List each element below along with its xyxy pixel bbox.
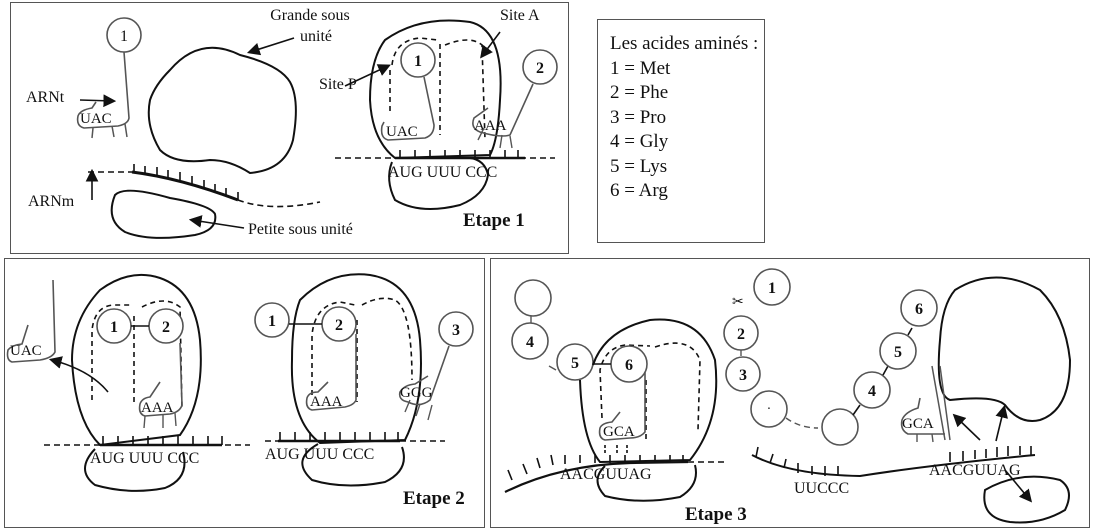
svg-text:4: 4 xyxy=(868,383,876,400)
trna-shape xyxy=(76,51,130,129)
amino-acid-legend: Les acides aminés : 1 = Met 2 = Phe 3 = … xyxy=(597,19,765,243)
svg-text:GCA: GCA xyxy=(603,424,635,440)
etape1-diagram: 1 UAC ARNt Grande sous unité ARNm Petite… xyxy=(26,7,558,239)
legend-item: 5 = Lys xyxy=(610,155,668,177)
svg-text:AUG UUU CCC: AUG UUU CCC xyxy=(90,450,199,467)
anticodon-label: UAC xyxy=(80,111,112,127)
aa-label: 1 xyxy=(120,28,128,45)
legend-item: 4 = Gly xyxy=(610,131,669,152)
legend-item: 3 = Pro xyxy=(610,106,667,128)
svg-text:6: 6 xyxy=(625,357,633,374)
svg-text:5: 5 xyxy=(571,355,579,372)
svg-text:2: 2 xyxy=(737,326,745,343)
etape3-title: Etape 3 xyxy=(685,504,747,525)
site-p-label: Site P xyxy=(319,76,357,93)
svg-text:1: 1 xyxy=(110,319,118,336)
arnt-label: ARNt xyxy=(26,89,65,106)
svg-text:GCA: GCA xyxy=(902,416,934,432)
svg-text:AUG UUU CCC: AUG UUU CCC xyxy=(265,446,374,463)
svg-text:UAC: UAC xyxy=(10,343,42,359)
petite-sous-unite-label: Petite sous unité xyxy=(248,221,353,238)
mrna-codons: AUG UUU CCC xyxy=(388,164,497,181)
legend-title: Les acides aminés : xyxy=(610,33,759,54)
svg-text:AAA: AAA xyxy=(474,118,507,134)
svg-text:AAA: AAA xyxy=(141,400,174,416)
legend-item: 2 = Phe xyxy=(610,82,669,103)
etape2-left-diagram: UAC 1 2 AAA AUG UUU CCC xyxy=(6,273,250,492)
etape2-right-diagram: 1 2 AAA 3 GGG AUG UUU CCC Etape 2 xyxy=(254,273,474,509)
svg-text:1: 1 xyxy=(414,53,422,70)
etape3-right-diagram: ✂ 1 2 3 · 4 5 6 GCA UUCCC AACGUUAG xyxy=(685,268,1072,525)
svg-text:UUCCC: UUCCC xyxy=(794,480,849,497)
panel-etape-3 xyxy=(490,258,1090,528)
arnm-label: ARNm xyxy=(28,193,75,210)
svg-text:4: 4 xyxy=(526,334,534,351)
svg-text:·: · xyxy=(767,402,772,417)
scissors-icon: ✂ xyxy=(732,295,744,310)
site-a-label: Site A xyxy=(500,7,540,24)
svg-text:UAC: UAC xyxy=(386,124,418,140)
panel-etape-1 xyxy=(10,2,569,254)
svg-text:2: 2 xyxy=(335,317,343,334)
etape2-title: Etape 2 xyxy=(403,488,465,509)
grande-sous-unite-label: Grande sous xyxy=(270,7,350,24)
svg-text:3: 3 xyxy=(739,367,747,384)
svg-text:6: 6 xyxy=(915,301,923,318)
svg-text:1: 1 xyxy=(268,313,276,330)
grande-sous-unite-label-2: unité xyxy=(300,28,332,45)
legend-item: 6 = Arg xyxy=(610,180,668,201)
etape3-left-diagram: 4 5 6 GCA AACGUUAG xyxy=(504,279,728,502)
svg-text:2: 2 xyxy=(536,60,544,77)
legend-item: 1 = Met xyxy=(610,57,671,79)
panel-etape-2 xyxy=(4,258,485,528)
svg-text:1: 1 xyxy=(768,280,776,297)
svg-text:AACGUUAG: AACGUUAG xyxy=(929,462,1021,479)
svg-text:3: 3 xyxy=(452,322,460,339)
svg-text:2: 2 xyxy=(162,319,170,336)
svg-text:AACGUUAG: AACGUUAG xyxy=(560,466,652,483)
svg-text:GGG: GGG xyxy=(400,385,433,401)
svg-text:AAA: AAA xyxy=(310,394,343,410)
etape1-title: Etape 1 xyxy=(463,210,525,231)
svg-text:5: 5 xyxy=(894,344,902,361)
